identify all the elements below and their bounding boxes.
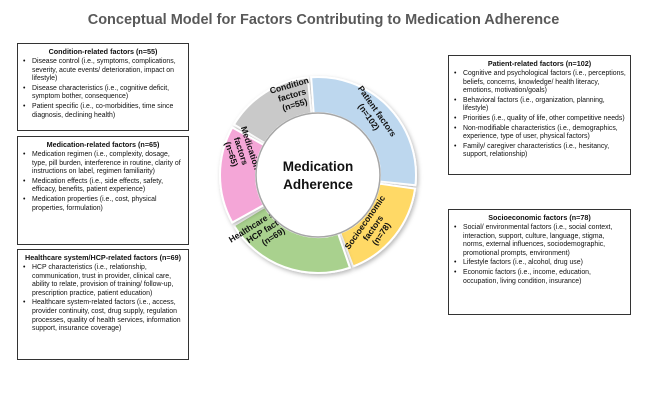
factor-list-item: Family/ caregiver characteristics (i.e.,…: [453, 143, 626, 160]
center-circle: [255, 112, 381, 238]
medication-factors-box: Medication-related factors (n=65) Medica…: [17, 136, 189, 245]
factor-list-item: Patient specific (i.e., co-morbidities, …: [22, 103, 184, 120]
factor-list-item: Disease control (i.e., symptoms, complic…: [22, 58, 184, 84]
socioeconomic-factors-heading: Socioeconomic factors (n=78): [488, 213, 591, 222]
condition-factors-heading: Condition-related factors (n=55): [48, 47, 158, 56]
factor-list-item: Non-modifiable characteristics (i.e., de…: [453, 125, 626, 142]
diagram-title: Conceptual Model for Factors Contributin…: [87, 12, 560, 28]
factor-list-item: Economic factors (i.e., income, educatio…: [453, 269, 626, 286]
factor-list-item: Lifestyle factors (i.e., alcohol, drug u…: [453, 259, 626, 268]
healthcare-factors-heading: Healthcare system/HCP-related factors (n…: [25, 253, 181, 262]
socioeconomic-factors-list: Social/ environmental factors (i.e., soc…: [453, 224, 626, 286]
patient-factors-box: Patient-related factors (n=102) Cognitiv…: [448, 55, 631, 175]
factor-list-item: Cognitive and psychological factors (i.e…: [453, 70, 626, 96]
factor-list-item: Healthcare system-related factors (i.e.,…: [22, 299, 184, 333]
center-label-line2: Adherence: [283, 177, 353, 192]
condition-factors-list: Disease control (i.e., symptoms, complic…: [22, 58, 184, 120]
factor-list-item: HCP characteristics (i.e., relationship,…: [22, 264, 184, 298]
condition-factors-box: Condition-related factors (n=55) Disease…: [17, 43, 189, 131]
factor-list-item: Social/ environmental factors (i.e., soc…: [453, 224, 626, 258]
factor-list-item: Medication regimen (i.e., complexity, do…: [22, 151, 184, 177]
healthcare-factors-box: Healthcare system/HCP-related factors (n…: [17, 249, 189, 360]
healthcare-factors-list: HCP characteristics (i.e., relationship,…: [22, 264, 184, 334]
center-label-line1: Medication: [283, 159, 354, 174]
factor-list-item: Behavioral factors (i.e., organization, …: [453, 97, 626, 114]
medication-factors-heading: Medication-related factors (n=65): [46, 140, 160, 149]
factor-list-item: Medication effects (i.e., side effects, …: [22, 178, 184, 195]
medication-factors-list: Medication regimen (i.e., complexity, do…: [22, 151, 184, 213]
patient-factors-list: Cognitive and psychological factors (i.e…: [453, 70, 626, 160]
socioeconomic-factors-box: Socioeconomic factors (n=78) Social/ env…: [448, 209, 631, 315]
factor-list-item: Disease characteristics (i.e., cognitive…: [22, 85, 184, 102]
factor-list-item: Priorities (i.e., quality of life, other…: [453, 115, 626, 124]
factor-list-item: Medication properties (i.e., cost, physi…: [22, 196, 184, 213]
patient-factors-heading: Patient-related factors (n=102): [487, 59, 592, 68]
